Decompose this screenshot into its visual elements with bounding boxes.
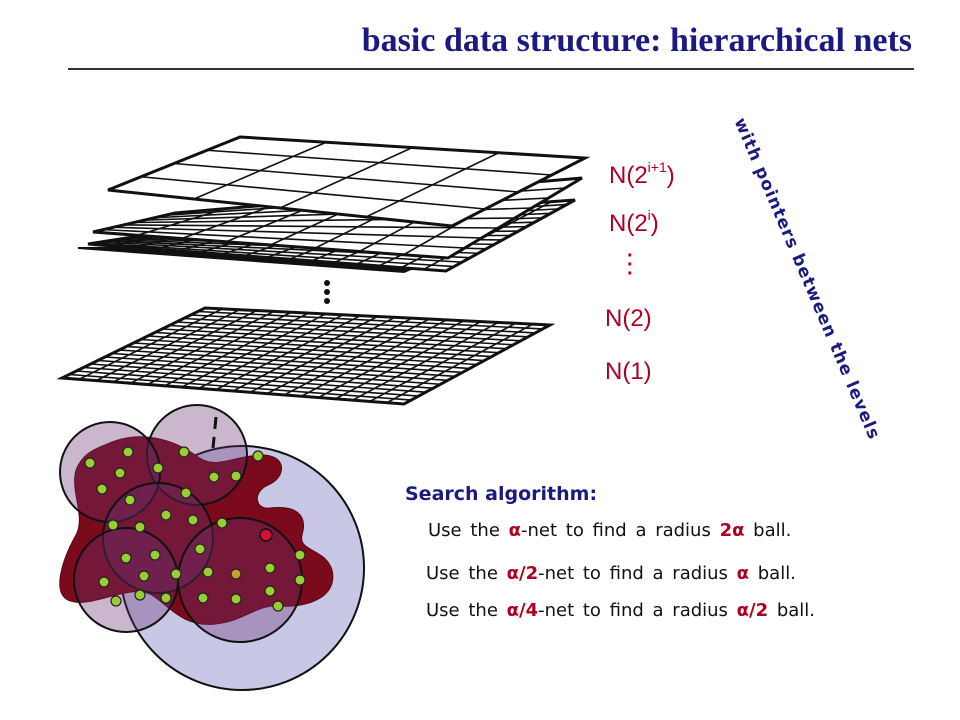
net-label-level-i: N(2i) xyxy=(609,207,659,237)
data-point xyxy=(160,509,172,521)
data-point xyxy=(84,457,96,469)
title-divider xyxy=(68,68,914,70)
ball xyxy=(73,527,179,633)
search-illustration xyxy=(59,404,365,691)
slide-title: basic data structure: hierarchical nets xyxy=(361,22,912,59)
data-point xyxy=(230,568,242,580)
data-point xyxy=(178,446,190,458)
ball xyxy=(146,404,248,506)
net-label-level-i-plus-1: N(2i+1) xyxy=(609,159,675,189)
level-ellipsis: ··· xyxy=(627,245,634,285)
net-grid-level-i-plus-1 xyxy=(107,135,591,228)
data-point xyxy=(107,519,119,531)
algorithm-step: Use the α/2-net to find a radius α ball. xyxy=(426,563,796,584)
data-point xyxy=(194,543,206,555)
data-point xyxy=(187,514,199,526)
data-point xyxy=(294,549,306,561)
data-point xyxy=(252,450,264,462)
data-point xyxy=(264,585,276,597)
data-point xyxy=(230,593,242,605)
data-point xyxy=(110,595,122,607)
ball xyxy=(177,517,303,643)
algorithm-heading: Search algorithm: xyxy=(405,483,598,505)
radius-tick xyxy=(211,416,218,449)
data-point xyxy=(98,576,110,588)
data-point xyxy=(230,470,242,482)
data-point xyxy=(202,566,214,578)
net-grid-level-1 xyxy=(56,306,556,406)
data-point xyxy=(152,462,164,474)
data-point xyxy=(122,446,134,458)
data-point xyxy=(114,467,126,479)
data-point xyxy=(294,574,306,586)
data-point xyxy=(124,494,136,506)
algorithm-step: Use the α-net to find a radius 2α ball. xyxy=(428,520,792,541)
algorithm-step: Use the α/4-net to find a radius α/2 bal… xyxy=(426,600,816,621)
data-point xyxy=(120,552,132,564)
data-point xyxy=(134,521,146,533)
data-point xyxy=(264,562,276,574)
data-point xyxy=(180,487,192,499)
data-point xyxy=(149,549,161,561)
net-grid-stack xyxy=(56,135,591,406)
data-point xyxy=(134,589,146,601)
data-point xyxy=(96,483,108,495)
data-point xyxy=(197,592,209,604)
data-point xyxy=(208,471,220,483)
data-point xyxy=(160,592,172,604)
query-point xyxy=(259,528,273,542)
data-point xyxy=(138,570,150,582)
net-label-level-1: N(1) xyxy=(605,358,652,385)
data-point xyxy=(216,517,228,529)
data-point xyxy=(170,568,182,580)
net-label-level-2: N(2) xyxy=(605,305,652,332)
data-points xyxy=(84,446,306,612)
data-point xyxy=(272,600,284,612)
ellipsis-dots xyxy=(324,280,330,304)
